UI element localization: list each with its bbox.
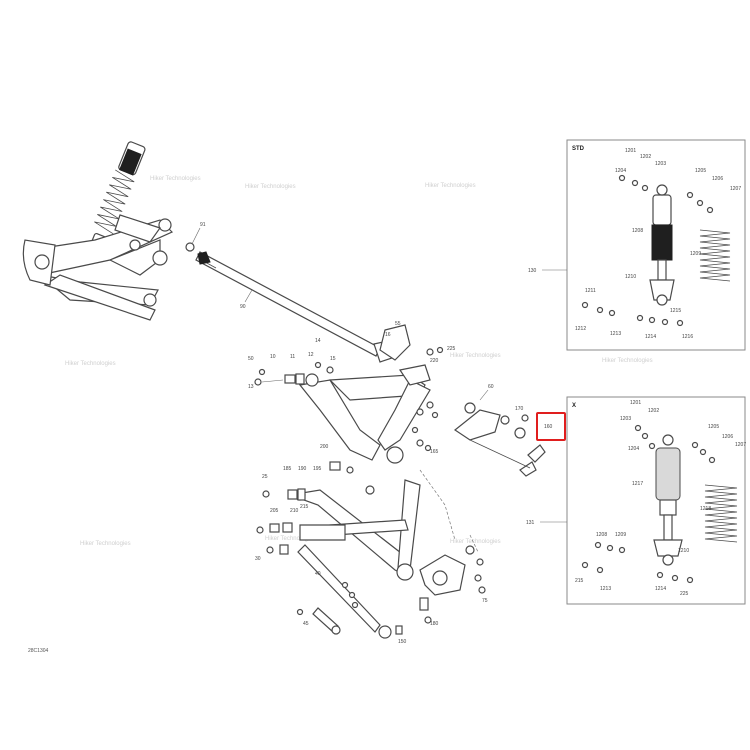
callout-label: 180 <box>430 621 439 627</box>
callout-label: 55 <box>395 321 401 327</box>
callout-label: 1202 <box>640 154 651 160</box>
callout-label: 215 <box>575 578 584 584</box>
inset-callout: 130 <box>528 268 537 274</box>
callout-label: 1214 <box>645 334 656 340</box>
inset-title: X <box>572 403 576 409</box>
callout-label: 10 <box>270 354 276 360</box>
watermark: Hiker Technologies <box>80 541 131 547</box>
callout-label: 1208 <box>596 532 607 538</box>
callout-label: 225 <box>680 591 689 597</box>
callout-label: 1213 <box>600 586 611 592</box>
callout-label: 1210 <box>678 548 689 554</box>
callout-label: 1204 <box>615 168 626 174</box>
callout-label: 185 <box>283 466 292 472</box>
stabilizer-shaft: 91 90 <box>185 222 399 363</box>
callout-label: 150 <box>398 639 407 645</box>
callout-label: 1203 <box>620 416 631 422</box>
watermark: Hiker Technologies <box>65 361 116 367</box>
callout-label: 1207 <box>730 186 741 192</box>
callout-label: 16 <box>385 332 391 338</box>
inset-x: X 131 1201 1202 1203 1204 1205 1206 1207 <box>526 396 746 605</box>
callout-label: 50 <box>248 356 254 362</box>
callout-label: 170 <box>515 406 524 412</box>
callout-label: 1206 <box>712 176 723 182</box>
callout-label: 1215 <box>670 308 681 314</box>
callout-label: 1201 <box>625 148 636 154</box>
callout-label: 13 <box>248 384 254 390</box>
highlighted-callout[interactable]: 160 <box>536 412 566 441</box>
watermark: Hiker Technologies <box>450 353 501 359</box>
callout-label: 165 <box>430 449 439 455</box>
callout-label: 1212 <box>575 326 586 332</box>
callout-label: 91 <box>200 222 206 228</box>
callout-label: 75 <box>482 598 488 604</box>
callout-label: 215 <box>300 504 309 510</box>
callout-label: 1211 <box>585 288 596 294</box>
callout-label: 1206 <box>722 434 733 440</box>
callout-label: 1217 <box>632 481 643 487</box>
callout-label: 1204 <box>628 446 639 452</box>
watermark: Hiker Technologies <box>602 358 653 364</box>
callout-label: 15 <box>330 356 336 362</box>
inset-title: STD <box>572 146 585 152</box>
callout-label: 220 <box>430 358 439 364</box>
overview-assembly <box>22 141 174 321</box>
inset-callout: 131 <box>526 520 535 526</box>
callout-label: 1207 <box>735 442 746 448</box>
callout-label: 1205 <box>708 424 719 430</box>
callout-label: 210 <box>290 508 299 514</box>
upper-a-arm: 50 10 11 12 13 14 15 55 16 225 220 165 6… <box>248 321 546 477</box>
diagram-code: 28C1304 <box>28 648 49 654</box>
callout-label: 60 <box>488 384 494 390</box>
callout-label: 45 <box>303 621 309 627</box>
callout-label: 1213 <box>610 331 621 337</box>
callout-label: 1210 <box>625 274 636 280</box>
callout-label: 200 <box>320 444 329 450</box>
watermark: Hiker Technologies <box>450 539 501 545</box>
callout-label: 30 <box>255 556 261 562</box>
callout-label: 190 <box>298 466 307 472</box>
callout-label: 12 <box>308 352 314 358</box>
lower-a-arm: 25 185 190 195 200 205 210 215 30 40 150… <box>255 444 488 645</box>
callout-label: 1202 <box>648 408 659 414</box>
watermark: Hiker Technologies <box>245 184 296 190</box>
callout-label: 1216 <box>682 334 693 340</box>
watermarks: Hiker Technologies Hiker Technologies Hi… <box>65 176 656 547</box>
callout-label: 1209 <box>615 532 626 538</box>
callout-label: 1209 <box>690 251 701 257</box>
callout-label: 40 <box>315 571 321 577</box>
callout-label: 14 <box>315 338 321 344</box>
callout-label: 225 <box>447 346 456 352</box>
callout-label: 1205 <box>695 168 706 174</box>
callout-label: 25 <box>262 474 268 480</box>
callout-label: 205 <box>270 508 279 514</box>
callout-label: 1208 <box>632 228 643 234</box>
callout-label: 11 <box>290 354 295 360</box>
callout-label: 195 <box>313 466 322 472</box>
callout-label: 90 <box>240 304 246 310</box>
highlight-label: 160 <box>544 424 553 430</box>
callout-label: 1201 <box>630 400 641 406</box>
inset-std: STD 130 1201 1202 1203 1204 1205 1206 12… <box>528 139 746 351</box>
watermark: Hiker Technologies <box>150 176 201 182</box>
callout-label: 1203 <box>655 161 666 167</box>
watermark: Hiker Technologies <box>425 183 476 189</box>
callout-label: 1218 <box>700 506 711 512</box>
callout-label: 1214 <box>655 586 666 592</box>
watermark: Hiker Technologies <box>265 536 316 542</box>
